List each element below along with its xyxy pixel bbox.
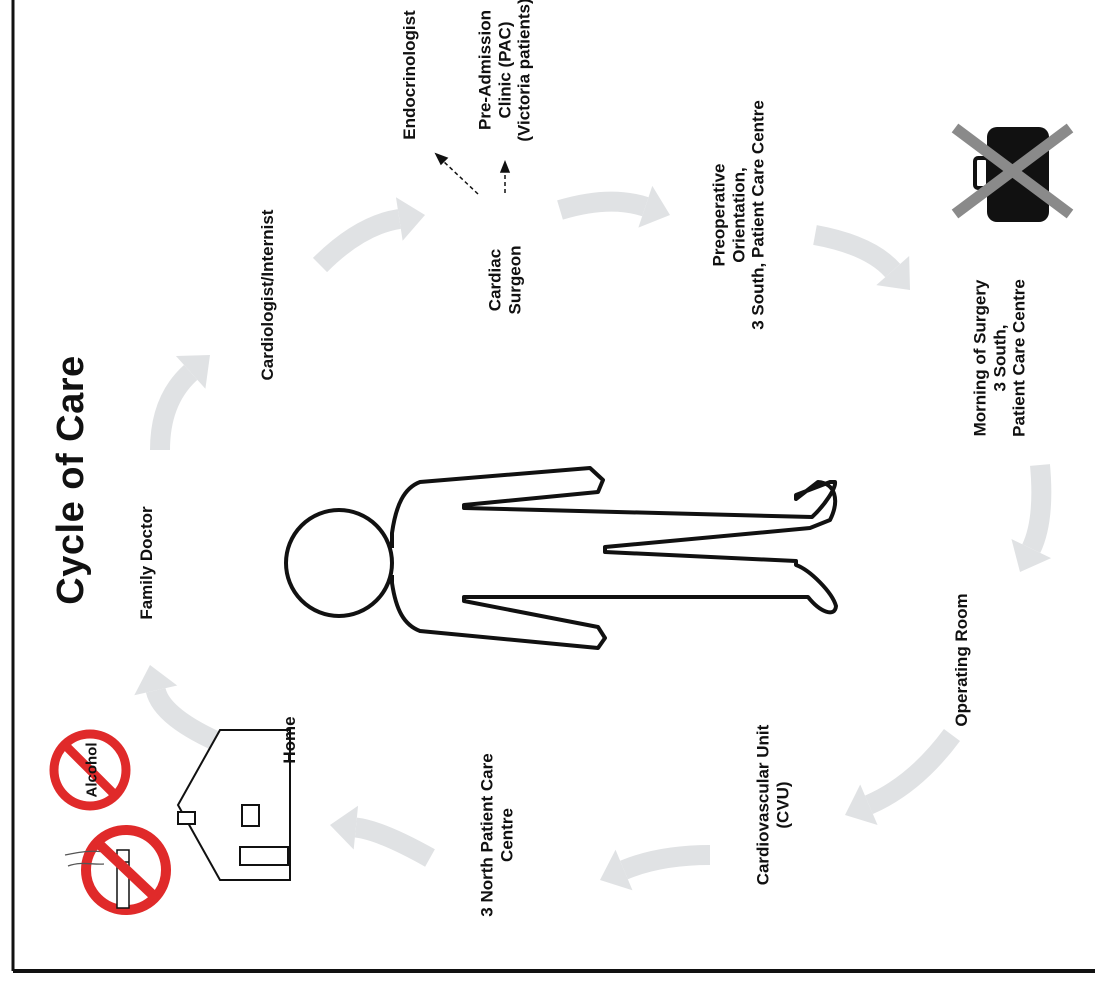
node-endocrinologist: Endocrinologist bbox=[400, 10, 420, 139]
arrow-head-pac bbox=[501, 162, 509, 172]
north-line-2: Centre bbox=[497, 753, 517, 916]
house-door bbox=[240, 847, 288, 865]
cycle-arrow-head-9 bbox=[330, 806, 358, 850]
crossed-suitcase-icon bbox=[955, 127, 1070, 222]
preop-line-3: 3 South, Patient Care Centre bbox=[749, 100, 769, 330]
preop-line-2: Orientation, bbox=[729, 100, 749, 330]
morning-line-2: 3 South, bbox=[990, 279, 1010, 437]
referral-arrows bbox=[436, 154, 509, 194]
cycle-arrow-shaft-8 bbox=[624, 855, 710, 870]
node-family-doctor: Family Doctor bbox=[137, 506, 157, 619]
morning-line-3: Patient Care Centre bbox=[1010, 279, 1030, 437]
north-line-1: 3 North Patient Care bbox=[477, 753, 497, 916]
cycle-arrow-shaft-7 bbox=[869, 735, 952, 805]
patient-figure bbox=[286, 468, 836, 648]
suitcase-handle bbox=[975, 158, 988, 188]
no-alcohol-label: Alcohol bbox=[83, 743, 100, 798]
cycle-arrow-head-3 bbox=[396, 197, 425, 240]
page-title: Cycle of Care bbox=[50, 355, 94, 604]
node-cardiologist: Cardiologist/Internist bbox=[258, 210, 278, 381]
node-pre-admission-clinic: Pre-Admission Clinic (PAC) (Victoria pat… bbox=[476, 0, 535, 142]
no-smoking-icon bbox=[65, 830, 166, 910]
cardiac-surgeon-line-2: Surgeon bbox=[505, 246, 525, 315]
cycle-arrow-shaft-1 bbox=[156, 690, 225, 745]
chimney bbox=[178, 812, 195, 824]
node-operating-room: Operating Room bbox=[952, 593, 972, 726]
node-cardiac-surgeon: Cardiac Surgeon bbox=[485, 246, 524, 315]
cycle-arrow-shaft-9 bbox=[356, 828, 430, 858]
node-morning-of-surgery: Morning of Surgery 3 South, Patient Care… bbox=[971, 279, 1030, 437]
cycle-arrow-shaft-4 bbox=[560, 202, 645, 210]
cycle-arrow-shaft-5 bbox=[815, 235, 893, 271]
node-home: Home bbox=[280, 716, 300, 763]
morning-line-1: Morning of Surgery bbox=[971, 279, 991, 437]
node-preoperative-orientation: Preoperative Orientation, 3 South, Patie… bbox=[710, 100, 769, 330]
house-window bbox=[242, 805, 259, 826]
house-icon bbox=[178, 730, 290, 880]
node-3-north: 3 North Patient Care Centre bbox=[477, 753, 516, 916]
cycle-arrow-shaft-3 bbox=[320, 219, 399, 265]
node-cardiovascular-unit: Cardiovascular Unit (CVU) bbox=[753, 725, 792, 886]
pac-line-1: Pre-Admission bbox=[476, 0, 496, 142]
cvu-line-1: Cardiovascular Unit bbox=[753, 725, 773, 886]
preop-line-1: Preoperative bbox=[710, 100, 730, 330]
cycle-arrow-shaft-6 bbox=[1031, 465, 1041, 549]
cycle-arrow-shaft-2 bbox=[160, 372, 191, 450]
cvu-line-2: (CVU) bbox=[773, 725, 793, 886]
figure-body-outline bbox=[392, 468, 836, 648]
cardiac-surgeon-line-1: Cardiac bbox=[485, 246, 505, 315]
pac-line-2: Clinic (PAC) bbox=[495, 0, 515, 142]
figure-head bbox=[286, 510, 392, 616]
pac-line-3: (Victoria patients) bbox=[515, 0, 535, 142]
arrow-to-endocrinologist bbox=[442, 160, 478, 194]
